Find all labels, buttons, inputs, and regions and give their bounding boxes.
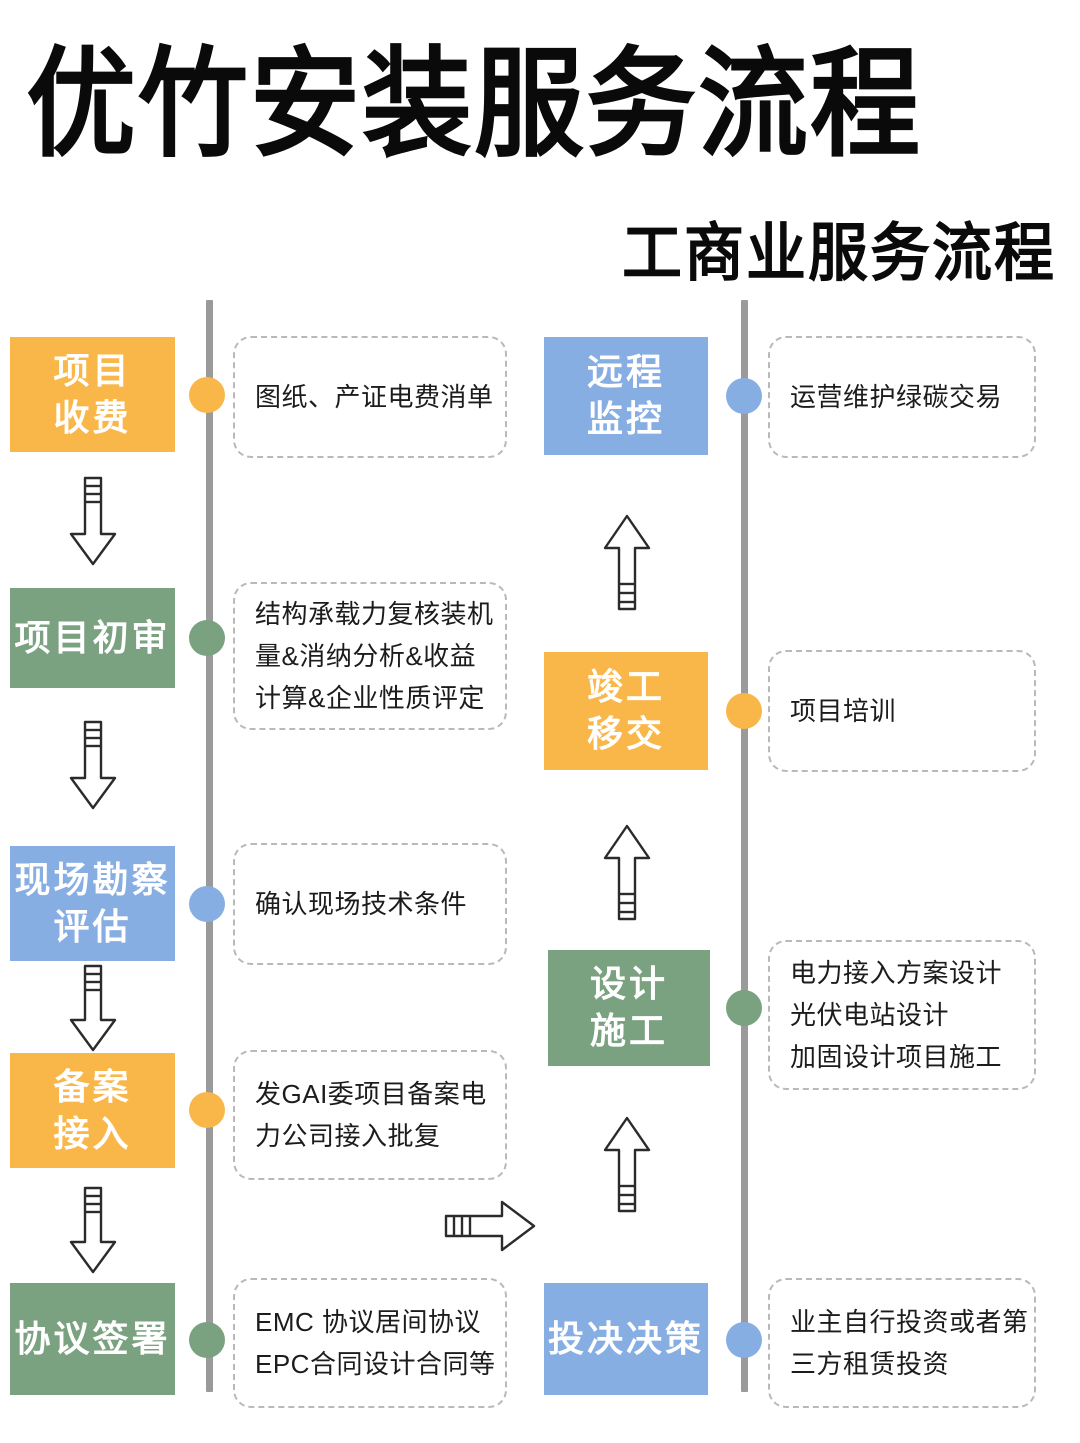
stage-box-filing-access[interactable]: 备案 接入 [10,1053,175,1168]
detail-line: EMC 协议居间协议 [255,1306,482,1337]
timeline-dot-agreement-signing[interactable] [189,1322,225,1358]
detail-card-investment-decision: 业主自行投资或者第 三方租赁投资 [768,1278,1036,1408]
detail-card-filing-access: 发GAI委项目备案电 力公司接入批复 [233,1050,507,1180]
up-arrow-icon [597,510,657,615]
stage-label-line: 备案 [53,1065,132,1107]
stage-label-line: 竣工 [586,666,665,708]
detail-card-project-fee: 图纸、产证电费消单 [233,336,507,458]
right-arrow-icon [440,1196,540,1256]
timeline-dot-completion-handover[interactable] [726,693,762,729]
stage-box-remote-monitoring[interactable]: 远程 监控 [544,337,708,455]
timeline-rail-left [206,300,213,1392]
page-title: 优竹安装服务流程 [26,38,922,171]
stage-label-line: 项目 [53,349,132,391]
detail-line: 光伏电站设计 [790,999,950,1030]
detail-line: 结构承载力复核装机 [255,598,494,629]
stage-box-design-construction[interactable]: 设计 施工 [548,950,710,1066]
stage-box-site-survey[interactable]: 现场勘察 评估 [10,846,175,961]
down-arrow-icon [63,472,123,570]
down-arrow-icon [63,716,123,814]
detail-line: 量&消纳分析&收益 [255,640,477,671]
stage-box-initial-review[interactable]: 项目初审 [10,588,175,688]
detail-line: 电力接入方案设计 [790,957,1003,988]
stage-label-line: 投决决策 [547,1317,704,1359]
timeline-dot-design-construction[interactable] [726,990,762,1026]
stage-label-line: 现场勘察 [14,858,171,900]
timeline-dot-project-fee[interactable] [189,377,225,413]
stage-box-completion-handover[interactable]: 竣工 移交 [544,652,708,770]
timeline-dot-initial-review[interactable] [189,620,225,656]
page-subtitle: 工商业服务流程 [622,217,1056,289]
detail-card-agreement-signing: EMC 协议居间协议 EPC合同设计合同等 [233,1278,507,1408]
detail-card-design-construction: 电力接入方案设计 光伏电站设计 加固设计项目施工 [768,940,1036,1090]
timeline-rail-right [741,300,748,1392]
detail-line: 加固设计项目施工 [790,1042,1003,1073]
stage-label-line: 接入 [53,1112,132,1154]
stage-label-line: 监控 [586,398,665,439]
down-arrow-icon [63,1184,123,1276]
detail-card-initial-review: 结构承载力复核装机 量&消纳分析&收益 计算&企业性质评定 [233,582,507,730]
detail-card-remote-monitoring: 运营维护绿碳交易 [768,336,1036,458]
detail-line: 运营维护绿碳交易 [790,381,1003,412]
detail-line: 计算&企业性质评定 [255,683,485,714]
detail-card-completion-handover: 项目培训 [768,650,1036,772]
detail-line: 确认现场技术条件 [255,888,468,919]
stage-box-investment-decision[interactable]: 投决决策 [544,1283,708,1395]
stage-label-line: 协议签署 [14,1317,171,1359]
detail-line: 发GAI委项目备案电 [255,1078,487,1109]
detail-line: 项目培训 [790,695,897,726]
detail-line: 三方租赁投资 [790,1349,950,1379]
timeline-dot-filing-access[interactable] [189,1092,225,1128]
stage-box-agreement-signing[interactable]: 协议签署 [10,1283,175,1395]
stage-label-line: 项目初审 [14,616,171,658]
stage-label-line: 施工 [589,1010,668,1051]
timeline-dot-investment-decision[interactable] [726,1322,762,1358]
down-arrow-icon [63,962,123,1054]
stage-label-line: 移交 [586,713,665,754]
detail-line: 力公司接入批复 [255,1121,441,1151]
stage-label-line: 远程 [586,351,665,393]
detail-line: EPC合同设计合同等 [255,1349,496,1379]
stage-box-project-fee[interactable]: 项目 收费 [10,337,175,452]
up-arrow-icon [597,1112,657,1217]
stage-label-line: 评估 [53,905,132,947]
detail-line: 业主自行投资或者第 [790,1306,1029,1337]
stage-label-line: 收费 [53,396,132,438]
timeline-dot-site-survey[interactable] [189,886,225,922]
stage-label-line: 设计 [589,963,668,1005]
up-arrow-icon [597,820,657,925]
detail-line: 图纸、产证电费消单 [255,381,494,412]
detail-card-site-survey: 确认现场技术条件 [233,843,507,965]
timeline-dot-remote-monitoring[interactable] [726,378,762,414]
